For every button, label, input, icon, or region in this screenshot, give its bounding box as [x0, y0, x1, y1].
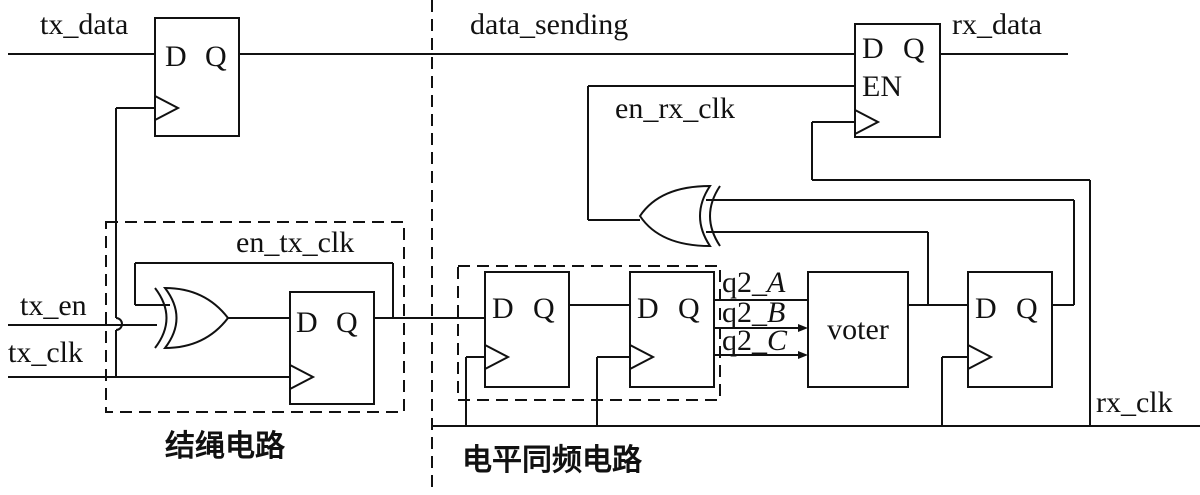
xor-gate-rx — [638, 184, 721, 248]
sync-circuit-boundary — [457, 265, 721, 401]
pin-d: D — [165, 40, 187, 73]
pin-q: Q — [903, 32, 925, 65]
pin-en: EN — [862, 70, 902, 103]
pin-q: Q — [336, 306, 358, 339]
label-en-rx-clk: en_rx_clk — [615, 92, 735, 125]
voter-label: voter — [827, 313, 889, 346]
label-data-sending: data_sending — [470, 8, 628, 41]
voter-block: voter — [807, 271, 909, 388]
label-tx-data: tx_data — [40, 8, 128, 41]
wires — [8, 53, 1200, 427]
pin-d: D — [492, 292, 514, 325]
label-q2-a: q2_A — [722, 266, 786, 299]
sync-flip-flop-2: D Q — [629, 271, 715, 388]
label-rx-data: rx_data — [952, 8, 1042, 41]
sync-flip-flop-1: D Q — [484, 271, 570, 388]
pin-d: D — [862, 32, 884, 65]
pin-d: D — [296, 306, 318, 339]
region-label-knot: 结绳电路 — [165, 429, 286, 464]
xor-gate-tx — [154, 286, 230, 350]
label-en-tx-clk: en_tx_clk — [236, 226, 354, 259]
pin-q: Q — [205, 40, 227, 73]
label-tx-clk: tx_clk — [8, 336, 83, 369]
label-rx-clk: rx_clk — [1096, 386, 1173, 419]
pin-q: Q — [533, 292, 555, 325]
label-q2-c: q2_C — [722, 324, 788, 357]
label-tx-en: tx_en — [20, 289, 87, 322]
tx-enable-flip-flop: D Q — [289, 291, 375, 405]
region-label-sync: 电平同频电路 — [462, 443, 643, 478]
label-q2-b: q2_B — [722, 296, 785, 329]
knot-circuit-boundary — [105, 221, 405, 413]
pin-q: Q — [678, 292, 700, 325]
tx-data-flip-flop: D Q — [154, 17, 240, 137]
pin-d: D — [637, 292, 659, 325]
rx-data-flip-flop: D Q EN — [854, 23, 941, 138]
pin-q: Q — [1016, 292, 1038, 325]
output-flip-flop: D Q — [967, 271, 1053, 388]
pin-d: D — [975, 292, 997, 325]
